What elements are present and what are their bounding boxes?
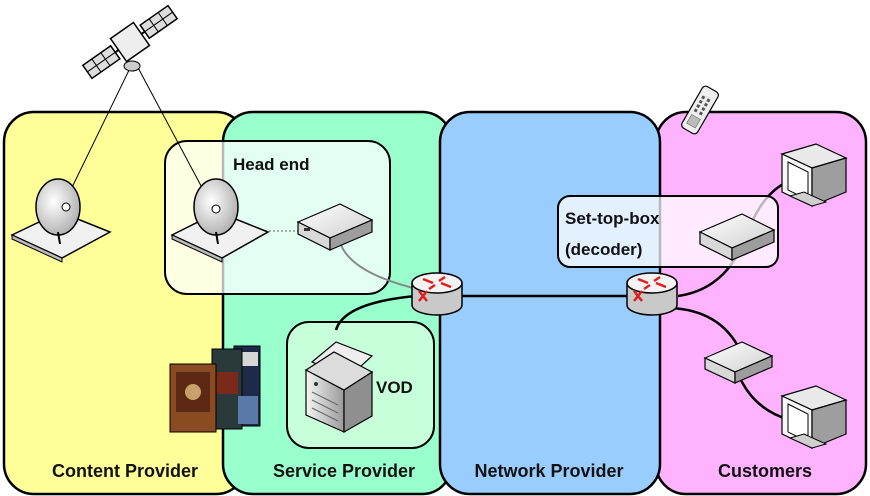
satellite-icon: [81, 4, 179, 80]
set-top-box-label: Set-top-box: [565, 209, 660, 228]
movie-covers-icon: [169, 345, 261, 433]
decoder-box-icon: [698, 213, 776, 261]
satellite-dish-icon: [170, 178, 270, 263]
router-icon: [411, 272, 463, 316]
router-icon: [626, 272, 678, 316]
satellite-dish-icon: [10, 178, 112, 263]
decoder-box-icon: [703, 341, 774, 384]
network-provider-label: Network Provider: [474, 461, 623, 481]
customers-label: Customers: [718, 461, 812, 481]
server-icon: [304, 341, 374, 434]
remote-control-icon: [681, 85, 719, 135]
decoder-label: (decoder): [565, 240, 642, 259]
vod-label: VOD: [376, 378, 413, 397]
head-end-label: Head end: [233, 155, 310, 174]
content-provider-label: Content Provider: [52, 461, 198, 481]
tv-icon: [780, 143, 848, 207]
service-provider-label: Service Provider: [273, 461, 415, 481]
decoder-box-icon: [296, 203, 374, 251]
tv-icon: [780, 385, 848, 449]
